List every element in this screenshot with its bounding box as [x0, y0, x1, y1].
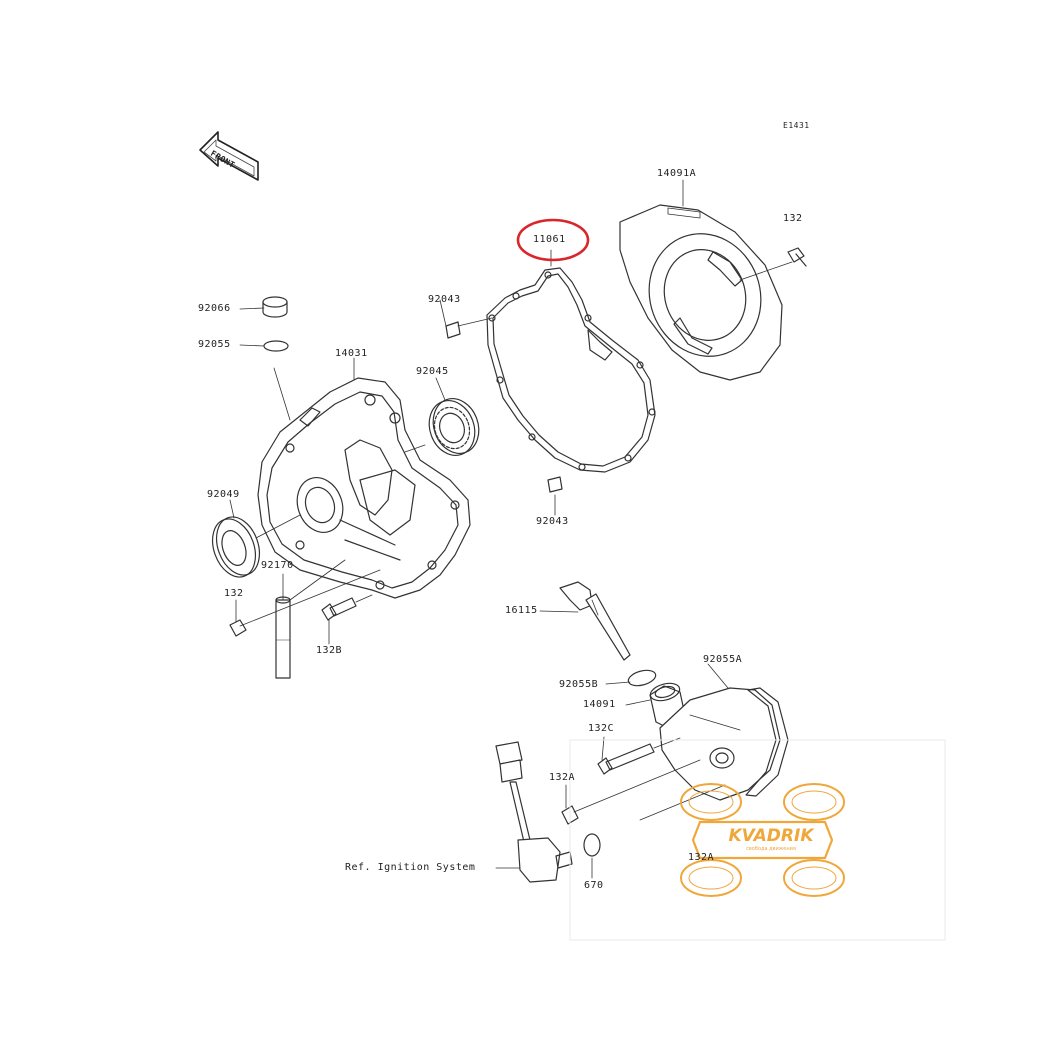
dowel-pin-bottom — [547, 476, 563, 493]
label-92045: 92045 — [416, 366, 449, 377]
label-132A-2: 132A — [688, 852, 715, 863]
screw-132-top — [787, 247, 807, 267]
tire-icon — [680, 783, 742, 821]
label-14091A: 14091A — [657, 168, 697, 179]
bearing-92045 — [404, 398, 480, 456]
label-92055A: 92055A — [703, 654, 743, 665]
bolt-132A — [561, 759, 726, 825]
highlight-circle — [516, 218, 590, 262]
oil-seal-92049 — [211, 514, 301, 578]
bolt-132B — [321, 594, 373, 621]
label-92055: 92055 — [198, 339, 231, 350]
gasket-11061 — [486, 267, 656, 473]
o-ring-670 — [583, 833, 601, 857]
tire-icon — [783, 859, 845, 897]
label-11061: 11061 — [533, 234, 566, 245]
label-92170: 92170 — [261, 560, 294, 571]
label-92043-bottom: 92043 — [536, 516, 569, 527]
label-92055B: 92055B — [559, 679, 599, 690]
rotor-cover-14091A — [619, 204, 793, 381]
tire-icon — [783, 783, 845, 821]
label-132C: 132C — [588, 723, 615, 734]
dipstick-16115 — [559, 581, 631, 661]
bolt-132C — [597, 737, 681, 775]
label-132-left: 132 — [224, 588, 244, 599]
dowel-pin-top — [445, 317, 493, 339]
cap-92066 — [262, 296, 288, 318]
main-cover-14031 — [257, 377, 471, 599]
label-132A-1: 132A — [549, 772, 576, 783]
o-ring-92055 — [263, 340, 289, 352]
label-92049: 92049 — [207, 489, 240, 500]
bolt-132-left — [229, 569, 381, 637]
diagram-code: E1431 — [783, 121, 810, 130]
logo-tagline: свобода движения — [746, 846, 796, 852]
o-ring-92055B — [627, 669, 657, 687]
label-670: 670 — [584, 880, 604, 891]
sensor-cable — [495, 741, 573, 883]
label-14031: 14031 — [335, 348, 368, 359]
label-14091: 14091 — [583, 699, 616, 710]
label-132B: 132B — [316, 645, 343, 656]
label-92066: 92066 — [198, 303, 231, 314]
logo-name: KVADRIK — [728, 826, 814, 846]
background-panel — [569, 739, 946, 941]
leader-lines — [229, 179, 729, 879]
ref-ignition-label: Ref. Ignition System — [345, 862, 476, 873]
label-132-top: 132 — [783, 213, 803, 224]
tire-icon — [680, 859, 742, 897]
kvadrik-logo — [680, 783, 845, 897]
label-16115: 16115 — [505, 605, 538, 616]
front-arrow-icon — [199, 131, 259, 181]
label-92043-top: 92043 — [428, 294, 461, 305]
